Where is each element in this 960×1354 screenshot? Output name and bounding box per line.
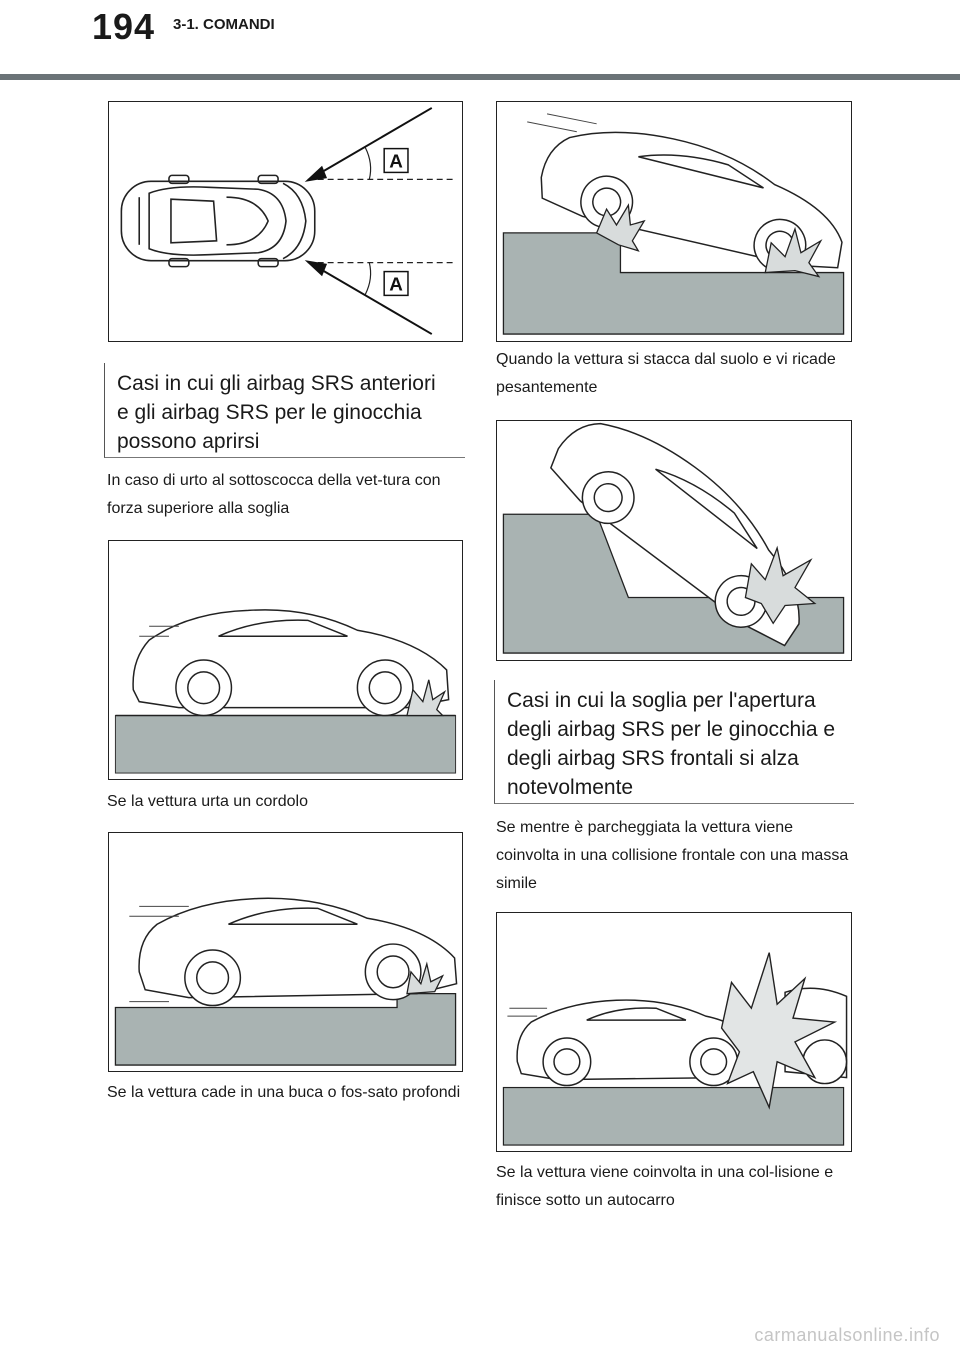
note-threshold-raised: Casi in cui la soglia per l'apertura deg… <box>494 680 854 804</box>
caption-airborne: Quando la vettura si stacca dal suolo e … <box>496 351 836 396</box>
figure-slope <box>496 420 852 661</box>
note-airbags-deploy: Casi in cui gli airbag SRS anteriori e g… <box>104 363 465 458</box>
watermark: carmanualsonline.info <box>754 1325 940 1345</box>
caption-underbody-impact: In caso di urto al sottoscocca della vet… <box>107 472 441 517</box>
figure-curb <box>108 540 463 780</box>
caption-parked-collision: Se mentre è parcheggiata la vettura vien… <box>496 819 849 892</box>
header-rule <box>0 74 960 80</box>
label-a-top: A <box>389 150 403 171</box>
caption-under-truck: Se la vettura viene coinvolta in una col… <box>496 1164 834 1209</box>
figure-pothole <box>108 832 463 1072</box>
figure-under-truck <box>496 912 852 1152</box>
figure-airborne <box>496 101 852 342</box>
figure-top-view-sensors: A A <box>108 101 463 342</box>
label-a-bottom: A <box>389 273 403 294</box>
page-number: 194 <box>92 6 156 47</box>
section-title: 3-1. COMANDI <box>173 16 275 33</box>
caption-curb: Se la vettura urta un cordolo <box>107 793 309 810</box>
caption-pothole: Se la vettura cade in una buca o fos-sat… <box>107 1084 461 1101</box>
